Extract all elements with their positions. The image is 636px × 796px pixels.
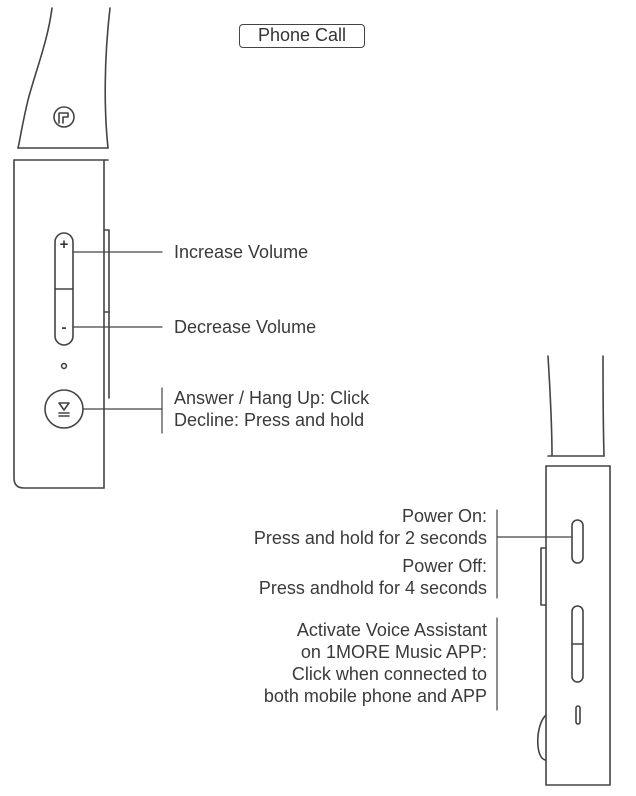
right-neckband-cable: [547, 355, 605, 457]
decline-label: Decline: Press and hold: [174, 410, 365, 430]
page-title: Phone Call: [239, 24, 365, 48]
voice-assistant-line2: on 1MORE Music APP:: [300, 642, 487, 662]
increase-volume-label: Increase Volume: [174, 242, 309, 262]
power-button: [571, 519, 584, 564]
left-device-body: [13, 147, 110, 489]
left-neckband-cable: [17, 7, 111, 149]
left-logo-bead: [53, 106, 75, 128]
multifunction-button: [44, 389, 84, 429]
right-callout-lines: [496, 509, 573, 711]
voice-assistant-line4: both mobile phone and APP: [263, 686, 487, 706]
voice-assistant-rocker: [571, 605, 584, 683]
volume-rocker: [54, 232, 74, 346]
decrease-volume-label: Decrease Volume: [174, 317, 317, 337]
right-device-body: [536, 455, 611, 786]
power-on-desc: Press and hold for 2 seconds: [253, 528, 487, 548]
charging-slot: [575, 705, 581, 725]
power-off-desc: Press andhold for 4 seconds: [258, 578, 487, 598]
power-off-title: Power Off:: [402, 556, 487, 576]
microphone-dot: [60, 362, 68, 370]
left-callout-lines: [72, 251, 163, 434]
minus-glyph: -: [61, 319, 67, 336]
power-on-title: Power On:: [401, 506, 487, 526]
voice-assistant-line1: Activate Voice Assistant: [296, 620, 487, 640]
plus-glyph: +: [59, 236, 69, 253]
voice-assistant-line3: Click when connected to: [291, 664, 487, 684]
answer-hangup-label: Answer / Hang Up: Click: [174, 388, 370, 408]
